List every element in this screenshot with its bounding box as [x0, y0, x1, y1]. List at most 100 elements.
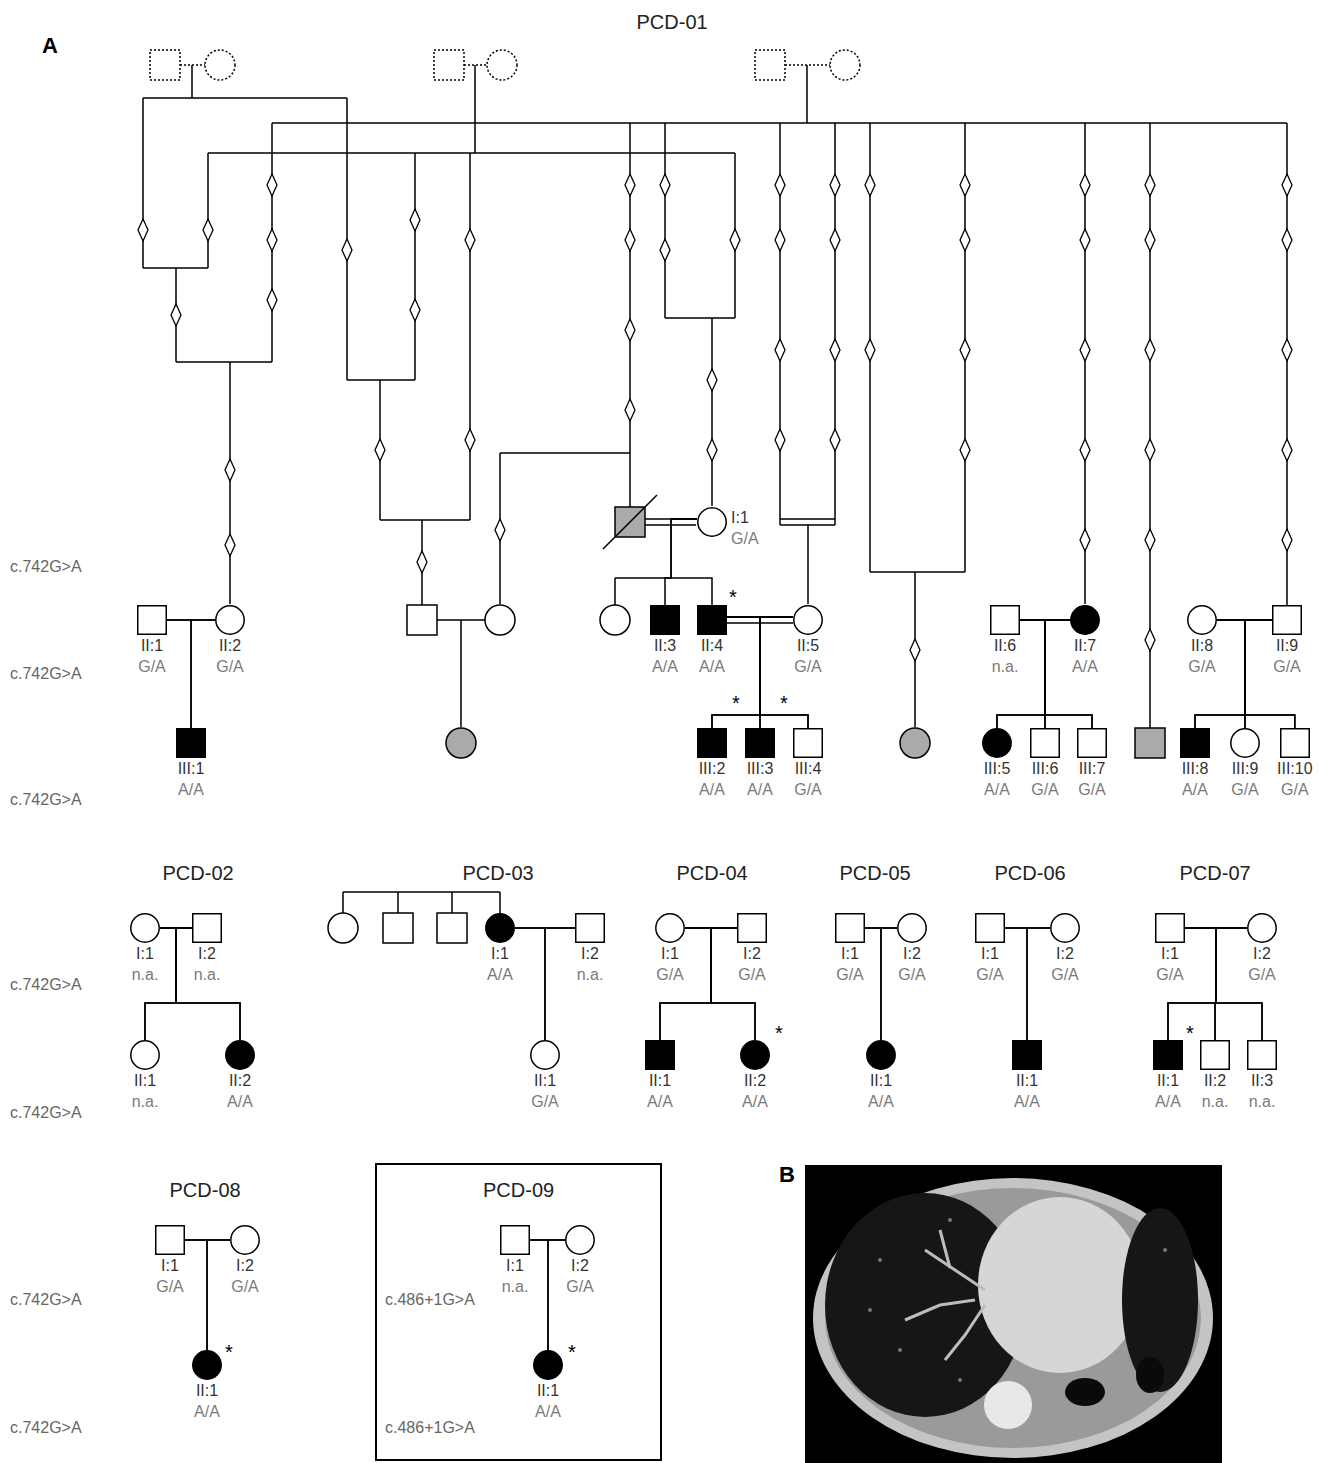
mutation-label: c.742G>A [10, 665, 82, 683]
pedigree-individual: III:4G/A [793, 728, 823, 800]
genotype: G/A [1078, 779, 1106, 800]
male-square [155, 1225, 185, 1255]
pedigree-individual: II:3n.a. [1247, 1040, 1277, 1112]
family-title: PCD-03 [463, 862, 534, 885]
genotype: G/A [1031, 779, 1059, 800]
male-square [1030, 728, 1060, 758]
individual-id: III:2 [699, 758, 726, 779]
female-circle [533, 1350, 563, 1380]
pedigree-individual: III:1A/A [176, 728, 206, 800]
pedigree-individual: III:2A/A [697, 728, 727, 800]
lineage-lines [143, 65, 1287, 913]
genotype: G/A [1248, 964, 1276, 985]
individual-id: III:10 [1277, 758, 1313, 779]
individual-id: I:2 [581, 943, 599, 964]
genotype: A/A [699, 779, 725, 800]
mutation-label: c.742G>A [10, 976, 82, 994]
genotype: G/A [138, 656, 166, 677]
individual-id: I:2 [571, 1255, 589, 1276]
individual-id: III:5 [984, 758, 1011, 779]
individual-id: I:2 [1253, 943, 1271, 964]
individual-id: II:2 [744, 1070, 766, 1091]
female-circle [655, 913, 685, 943]
family-title: PCD-08 [170, 1179, 241, 1202]
genotype: A/A [178, 779, 204, 800]
pedigree-individual: III:7G/A [1077, 728, 1107, 800]
individual-id: III:9 [1232, 758, 1259, 779]
mutation-label: c.742G>A [10, 1291, 82, 1309]
male-square [1153, 1040, 1183, 1070]
genotype: G/A [794, 656, 822, 677]
mutation-label: c.742G>A [10, 791, 82, 809]
mutation-label: c.742G>A [10, 1104, 82, 1122]
female-circle [530, 1040, 560, 1070]
female-circle [697, 507, 727, 537]
pedigree-individual: I:1G/A [835, 913, 865, 985]
pedigree-individual: II:2A/A [225, 1040, 255, 1112]
genotype: A/A [699, 656, 725, 677]
family-title: PCD-06 [995, 862, 1066, 885]
pedigree-individual: III:6G/A [1030, 728, 1060, 800]
genotype: A/A [647, 1091, 673, 1112]
pedigree-individual: II:3A/A [650, 605, 680, 677]
male-square [1247, 1040, 1277, 1070]
mutation-label: c.742G>A [10, 1419, 82, 1437]
proband-marker: * [568, 1341, 576, 1364]
individual-id: I:1 [661, 943, 679, 964]
pedigree-individual: I:2G/A [897, 913, 927, 985]
family-title: PCD-07 [1180, 862, 1251, 885]
individual-id: II:3 [1251, 1070, 1273, 1091]
genotype: G/A [1051, 964, 1079, 985]
pedigree-line [665, 519, 697, 605]
male-square [1077, 728, 1107, 758]
genotype: G/A [656, 964, 684, 985]
panel-letter: B [779, 1162, 795, 1187]
proband-marker: * [1186, 1022, 1194, 1045]
genotype: n.a. [577, 964, 604, 985]
pedigree-line [1185, 928, 1262, 1040]
individual-id: II:4 [701, 635, 723, 656]
mutation-label: c.742G>A [10, 558, 82, 576]
individual-id: II:1 [870, 1070, 892, 1091]
female-circle [740, 1040, 770, 1070]
family-box: PCD-09c.486+1G>Ac.486+1G>AI:1n.a.I:2G/AI… [375, 1163, 662, 1461]
pedigree-line [711, 928, 755, 1040]
pedigree-line [660, 928, 711, 1040]
genotype: A/A [1182, 779, 1208, 800]
female-circle [225, 1040, 255, 1070]
genotype: A/A [1155, 1091, 1181, 1112]
pedigree-individual: II:1A/A [645, 1040, 675, 1112]
pedigree-line [1005, 928, 1027, 1040]
pedigree-individual: I:1G/A [697, 507, 759, 549]
individual-id: III:4 [795, 758, 822, 779]
genotype: n.a. [1249, 1091, 1276, 1112]
male-square [176, 728, 206, 758]
genotype: n.a. [194, 964, 221, 985]
individual-id: II:1 [1157, 1070, 1179, 1091]
pedigree-individual: II:2G/A [215, 605, 245, 677]
genotype: A/A [535, 1401, 561, 1422]
pedigree-individual: III:9G/A [1230, 728, 1260, 800]
pedigree-line [191, 620, 215, 728]
pedigree-line [167, 620, 191, 728]
pedigree-line [865, 928, 881, 1040]
genotype: A/A [1014, 1091, 1040, 1112]
pedigree-individual: I:1G/A [975, 913, 1005, 985]
pedigree-individual: I:2G/A [1050, 913, 1080, 985]
pedigree-individual: III:8A/A [1180, 728, 1210, 800]
female-circle [982, 728, 1012, 758]
genotype: A/A [194, 1401, 220, 1422]
male-square [835, 913, 865, 943]
pedigree-individual: II:1G/A [137, 605, 167, 677]
pedigree-individual: I:1n.a. [500, 1225, 530, 1297]
pedigree-individual: II:4A/A [697, 605, 727, 677]
pedigree-line [185, 1240, 207, 1350]
genotype: n.a. [1202, 1091, 1229, 1112]
genotype: A/A [742, 1091, 768, 1112]
pedigree-individual: II:9G/A [1272, 605, 1302, 677]
pedigree-line [760, 617, 793, 728]
genotype: G/A [531, 1091, 559, 1112]
genotype: G/A [976, 964, 1004, 985]
pedigree-individual: II:1n.a. [130, 1040, 160, 1112]
